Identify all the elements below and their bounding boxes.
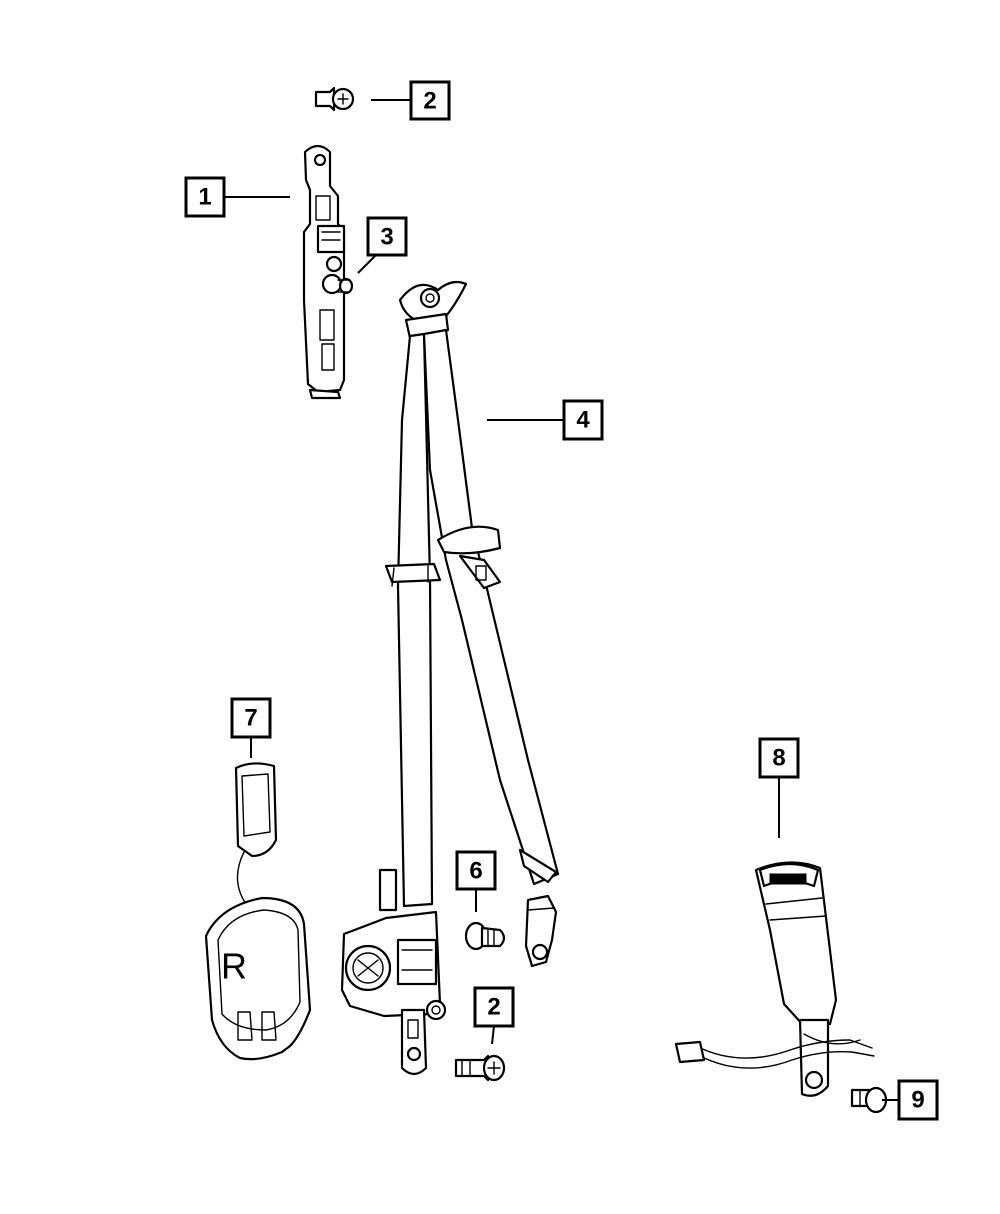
retractor-cover: R bbox=[204, 762, 312, 1061]
adjuster-stud bbox=[321, 273, 354, 295]
leader-lines bbox=[224, 99, 899, 1101]
callout-8: 8 bbox=[758, 737, 800, 779]
seat-belt-assembly bbox=[340, 280, 560, 1076]
bolt-bottom bbox=[454, 1054, 506, 1082]
callout-9-label: 9 bbox=[911, 1087, 924, 1114]
callout-2-top: 2 bbox=[409, 80, 451, 121]
callout-2-bottom: 2 bbox=[473, 986, 515, 1028]
callout-4-label: 4 bbox=[576, 407, 590, 434]
callout-7: 7 bbox=[230, 697, 272, 739]
callout-4: 4 bbox=[562, 399, 604, 441]
height-adjuster bbox=[302, 144, 346, 400]
callout-6-label: 6 bbox=[469, 858, 482, 885]
callout-1-label: 1 bbox=[198, 184, 211, 211]
callout-8-label: 8 bbox=[772, 745, 785, 772]
callout-1: 1 bbox=[184, 176, 226, 218]
callout-6: 6 bbox=[455, 850, 497, 891]
bolt-top bbox=[314, 86, 355, 112]
callout-9: 9 bbox=[897, 1079, 939, 1121]
callout-2-top-label: 2 bbox=[423, 88, 436, 115]
bolt-9 bbox=[850, 1086, 888, 1114]
leader-2-bottom bbox=[491, 1025, 495, 1045]
leader-3 bbox=[357, 254, 377, 274]
callout-3-label: 3 bbox=[380, 224, 393, 251]
callout-3: 3 bbox=[366, 216, 408, 257]
retractor-cover-letter: R bbox=[221, 946, 247, 987]
bolt-6 bbox=[464, 921, 506, 951]
callout-2-bottom-label: 2 bbox=[487, 994, 500, 1021]
callout-7-label: 7 bbox=[244, 705, 257, 732]
seat-belt-buckle bbox=[674, 861, 875, 1097]
